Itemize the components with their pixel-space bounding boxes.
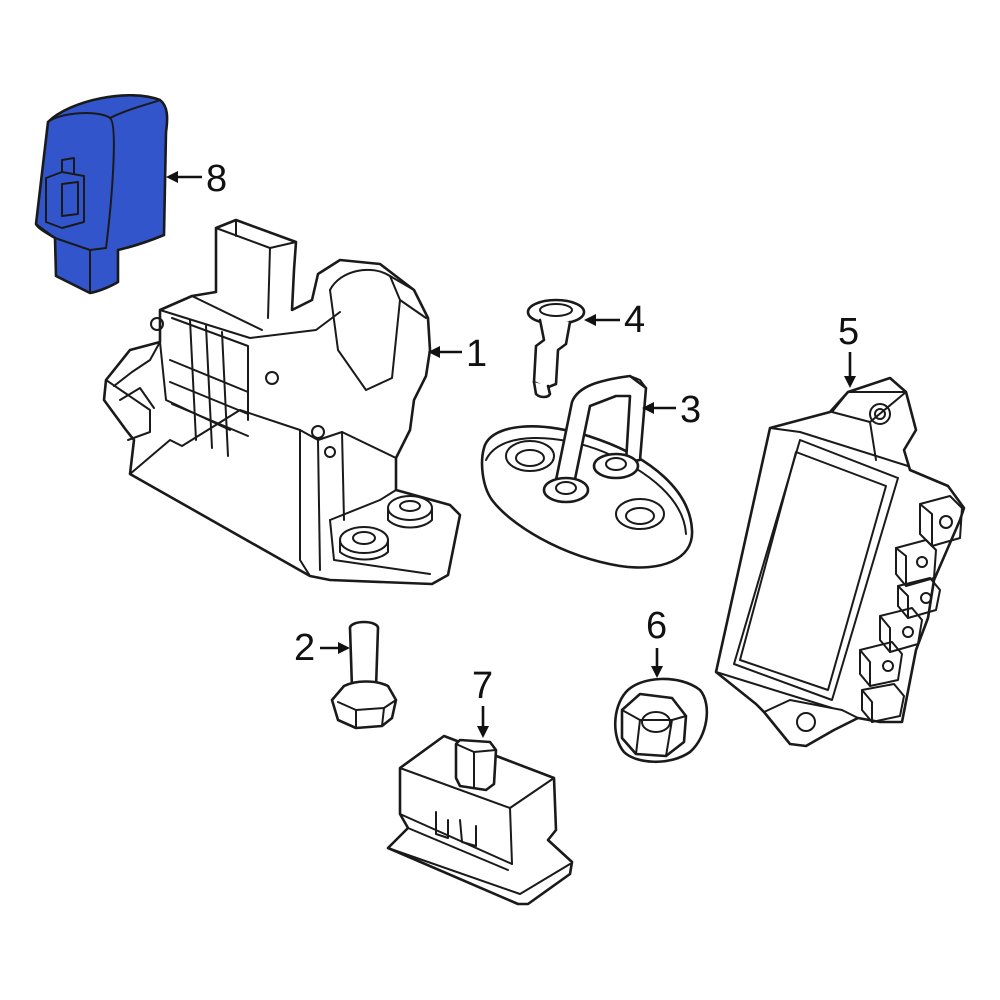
callout-6-label: 6 bbox=[646, 605, 667, 647]
callout-8-label: 8 bbox=[206, 158, 227, 200]
callout-5-label: 5 bbox=[838, 311, 859, 353]
callout-7: 7 bbox=[472, 665, 493, 738]
callout-3: 3 bbox=[642, 389, 701, 431]
callout-1: 1 bbox=[428, 333, 487, 375]
part-2-bolt[interactable] bbox=[330, 620, 398, 730]
callout-3-label: 3 bbox=[680, 389, 701, 431]
part-4-pin[interactable] bbox=[526, 298, 586, 399]
callout-4: 4 bbox=[584, 299, 645, 341]
callout-8: 8 bbox=[166, 158, 227, 200]
callout-4-label: 4 bbox=[624, 299, 645, 341]
part-1-housing[interactable] bbox=[102, 218, 462, 586]
part-3-striker[interactable] bbox=[480, 374, 694, 569]
callout-2-label: 2 bbox=[294, 627, 315, 669]
callout-6: 6 bbox=[646, 605, 667, 678]
part-6-nut[interactable] bbox=[613, 677, 709, 764]
callout-2: 2 bbox=[294, 627, 350, 669]
callout-7-label: 7 bbox=[472, 665, 493, 707]
callout-5: 5 bbox=[838, 311, 859, 388]
callout-1-label: 1 bbox=[466, 333, 487, 375]
part-8-sensor[interactable] bbox=[34, 93, 169, 295]
part-7-bracket[interactable] bbox=[386, 734, 574, 906]
part-5-module[interactable] bbox=[714, 376, 966, 748]
